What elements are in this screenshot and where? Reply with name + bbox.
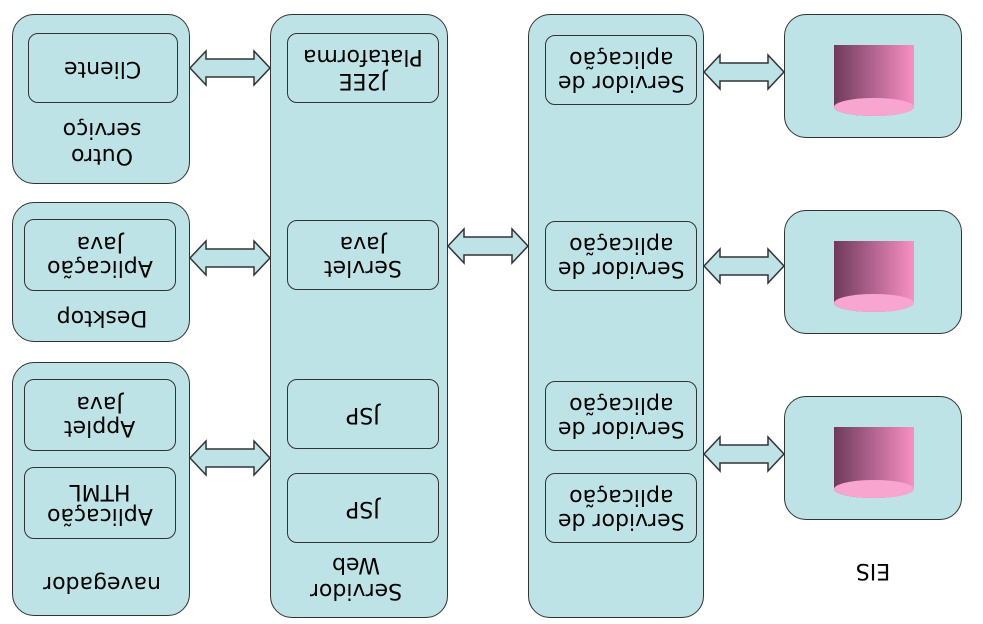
browser-tier: Applet Java Aplicação HTML navegador <box>12 362 190 616</box>
j2ee-platform-label: J2EE Plataforma <box>303 44 423 93</box>
java-applet-label: Applet Java <box>64 391 136 440</box>
database-icon <box>834 241 914 312</box>
eis-box-3 <box>784 396 962 520</box>
web-server-caption: Servidor Web <box>309 552 403 603</box>
database-icon <box>834 45 914 116</box>
jsp-label-2: JSP <box>346 496 380 521</box>
html-app-label: Aplicação HTML <box>47 479 153 528</box>
jsp-box-2: JSP <box>287 473 439 543</box>
arrow-browser-to-web <box>188 439 272 477</box>
client-label: Cliente <box>64 56 142 81</box>
eis-box-1 <box>784 14 962 138</box>
arrow-app-to-eis-2 <box>702 247 786 285</box>
java-servlet-box: Servlet Java <box>287 220 439 290</box>
client-service-caption: Outro serviço <box>62 117 142 168</box>
app-server-tier: Servidor de aplicação Servidor de aplica… <box>528 14 704 618</box>
desktop-java-app-box: Aplicação Java <box>24 219 176 291</box>
java-servlet-label: Servlet Java <box>324 231 402 280</box>
client-inner-box: Cliente <box>28 33 178 103</box>
database-icon <box>834 427 914 498</box>
arrow-client-to-web <box>188 49 272 87</box>
app-server-box-2: Servidor de aplicação <box>545 221 697 291</box>
jsp-box-1: JSP <box>287 379 439 449</box>
eis-caption: EIS <box>855 558 891 583</box>
app-server-box-1: Servidor de aplicação <box>545 35 697 105</box>
j2ee-platform-box: J2EE Plataforma <box>287 33 439 103</box>
web-server-tier: J2EE Plataforma Servlet Java JSP JSP Ser… <box>270 14 448 618</box>
arrow-app-to-eis-3 <box>702 435 786 473</box>
eis-box-2 <box>784 210 962 334</box>
app-server-label-2: Servidor de aplicação <box>557 232 685 281</box>
client-service-tier: Cliente Outro serviço <box>12 14 190 184</box>
html-app-box: Aplicação HTML <box>24 467 176 539</box>
app-server-box-3: Servidor de aplicação <box>545 381 697 451</box>
jsp-label-1: JSP <box>346 402 380 427</box>
arrow-web-to-app <box>446 227 530 265</box>
arrow-app-to-eis-1 <box>702 53 786 91</box>
app-server-label-4: Servidor de aplicação <box>557 484 685 533</box>
app-server-label-3: Servidor de aplicação <box>557 392 685 441</box>
browser-caption: navegador <box>43 571 161 596</box>
desktop-caption: Desktop <box>56 305 148 330</box>
arrow-desktop-to-web <box>188 239 272 277</box>
java-applet-box: Applet Java <box>24 379 176 451</box>
app-server-label-1: Servidor de aplicação <box>557 46 685 95</box>
app-server-box-4: Servidor de aplicação <box>545 473 697 543</box>
desktop-java-app-label: Aplicação Java <box>47 231 153 280</box>
desktop-tier: Aplicação Java Desktop <box>12 202 190 342</box>
